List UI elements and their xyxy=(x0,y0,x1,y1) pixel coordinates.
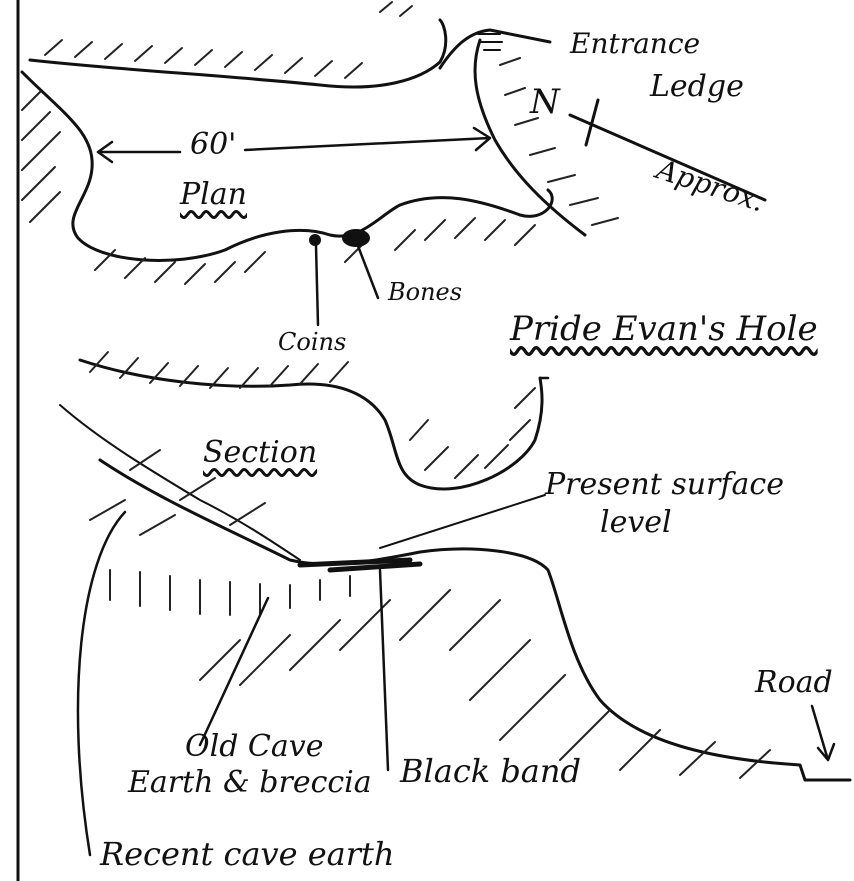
road-arrow xyxy=(810,704,836,762)
section-cave-roof xyxy=(59,404,301,561)
entrance-label: Entrance xyxy=(570,27,701,60)
distance-label: 60' xyxy=(190,127,237,162)
bones-marker xyxy=(342,229,370,247)
coins-label: Coins xyxy=(278,328,347,356)
old-cave-leader xyxy=(198,596,270,747)
surface-leader xyxy=(379,494,546,549)
site-title: Pride Evan's Hole xyxy=(510,309,818,349)
coins-leader xyxy=(314,244,320,327)
road-label: Road xyxy=(755,665,833,700)
entrance-passage xyxy=(438,28,552,70)
recent-cave-earth-label: Recent cave earth xyxy=(100,835,395,873)
plan-hatching xyxy=(21,1,619,285)
ledge-label: Ledge xyxy=(650,69,744,104)
present-surface-line2: level xyxy=(600,505,672,540)
plan-east-wall xyxy=(473,38,587,237)
coins-marker xyxy=(309,234,321,246)
old-cave-line2: Earth & breccia xyxy=(128,765,372,800)
black-band-deposit xyxy=(297,557,423,573)
section-upper-outline xyxy=(78,358,544,491)
section-upper-hatching xyxy=(89,351,536,479)
recent-earth-leader xyxy=(76,510,127,857)
plan-label: Plan xyxy=(180,177,247,212)
bones-leader xyxy=(356,244,380,300)
old-cave-line1: Old Cave xyxy=(185,729,324,764)
north-arrow xyxy=(568,98,767,202)
bones-label: Bones xyxy=(388,278,463,306)
present-surface-line1: Present surface xyxy=(545,467,784,502)
plan-top-wall xyxy=(28,18,448,89)
section-lower-hatching xyxy=(89,449,771,779)
section-label: Section xyxy=(203,435,318,470)
black-band-label: Black band xyxy=(400,752,581,790)
distance-arrow xyxy=(96,126,492,164)
entrance-ledge-marks xyxy=(477,33,503,51)
plan-outline xyxy=(20,70,554,262)
black-band-leader xyxy=(378,568,390,772)
section-ground-profile xyxy=(98,458,852,782)
north-label: N xyxy=(530,82,560,122)
